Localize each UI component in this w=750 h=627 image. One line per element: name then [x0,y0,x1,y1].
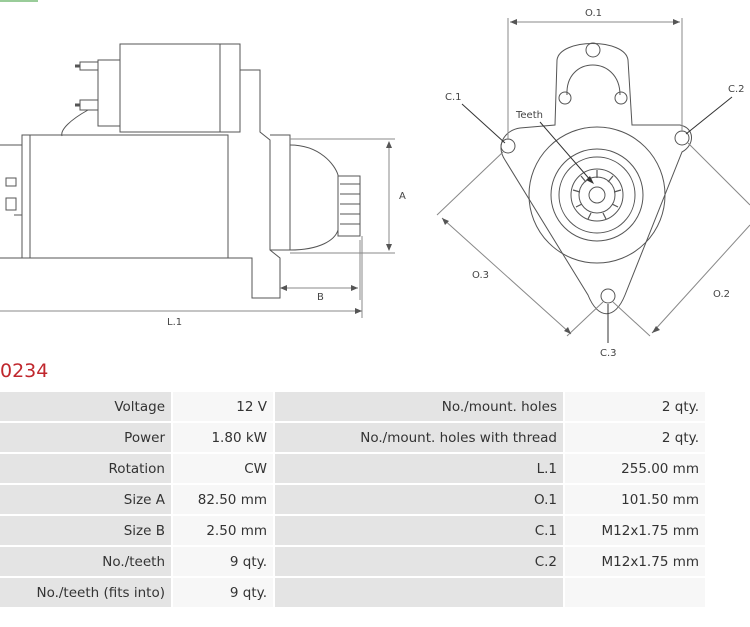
spec-value: 101.50 mm [565,485,705,514]
specs-table: Voltage 12 V No./mount. holes 2 qty. Pow… [0,390,707,609]
part-number: 0234 [0,360,49,382]
label-c1: C.1 [445,92,462,103]
label-b: B [317,292,324,303]
spec-row: Power 1.80 kW No./mount. holes with thre… [0,423,705,452]
spec-label: No./teeth [0,547,171,576]
spec-label [275,578,563,607]
spec-label: No./teeth (fits into) [0,578,171,607]
spec-label: Size B [0,516,171,545]
spec-label: C.1 [275,516,563,545]
spec-value: M12x1.75 mm [565,547,705,576]
label-a: A [399,191,406,202]
spec-value: 2 qty. [565,392,705,421]
spec-label: No./mount. holes [275,392,563,421]
spec-label: No./mount. holes with thread [275,423,563,452]
spec-label: Voltage [0,392,171,421]
label-c3: C.3 [600,348,617,359]
spec-value: 2 qty. [565,423,705,452]
label-l1: L.1 [167,317,182,328]
spec-row: No./teeth (fits into) 9 qty. [0,578,705,607]
spec-label: L.1 [275,454,563,483]
spec-row: Size A 82.50 mm O.1 101.50 mm [0,485,705,514]
spec-row: Size B 2.50 mm C.1 M12x1.75 mm [0,516,705,545]
spec-label: C.2 [275,547,563,576]
spec-value [565,578,705,607]
spec-value: 2.50 mm [173,516,273,545]
side-view [0,0,395,318]
label-c2: C.2 [728,84,745,95]
spec-label: Power [0,423,171,452]
front-view [436,18,750,343]
spec-value: 82.50 mm [173,485,273,514]
spec-value: 9 qty. [173,578,273,607]
spec-row: Voltage 12 V No./mount. holes 2 qty. [0,392,705,421]
label-teeth: Teeth [515,110,543,121]
spec-row: Rotation CW L.1 255.00 mm [0,454,705,483]
spec-label: Size A [0,485,171,514]
technical-drawing: O.1 C.1 C.2 Teeth O.3 O.2 C.3 A B L.1 [0,0,750,359]
label-o3: O.3 [472,270,489,281]
spec-row: No./teeth 9 qty. C.2 M12x1.75 mm [0,547,705,576]
label-o2: O.2 [713,289,730,300]
label-o1: O.1 [585,8,602,19]
spec-value: M12x1.75 mm [565,516,705,545]
spec-label: Rotation [0,454,171,483]
spec-value: 1.80 kW [173,423,273,452]
spec-value: 255.00 mm [565,454,705,483]
spec-value: 12 V [173,392,273,421]
spec-value: 9 qty. [173,547,273,576]
spec-value: CW [173,454,273,483]
spec-label: O.1 [275,485,563,514]
